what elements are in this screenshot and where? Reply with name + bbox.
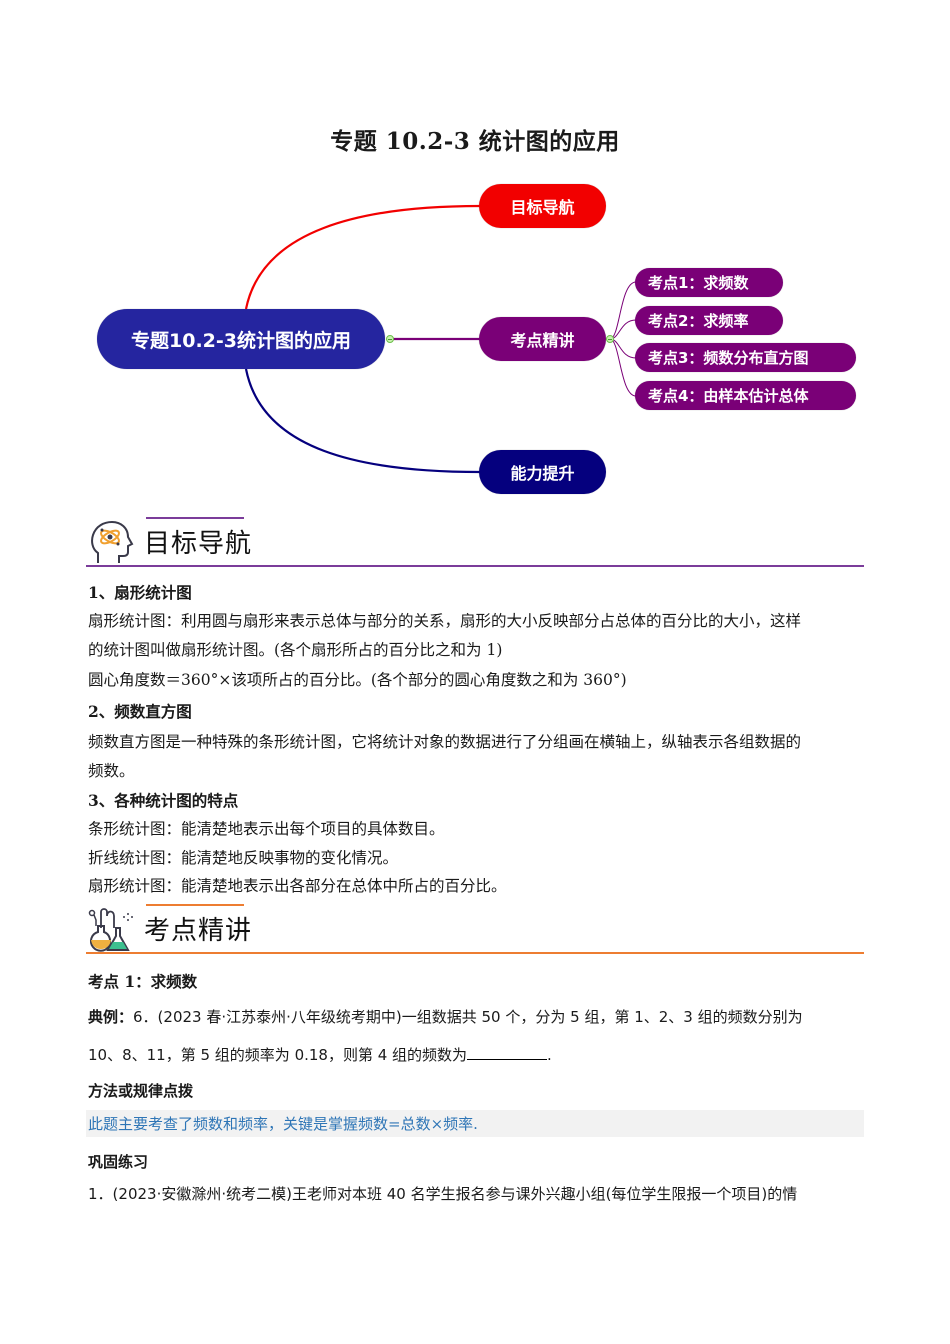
subheading: 1、扇形统计图 xyxy=(88,583,192,602)
section-title: 目标导航 xyxy=(144,529,253,559)
chemistry-flask-icon xyxy=(88,908,133,952)
page-title: 专题 10.2-3 统计图的应用 xyxy=(330,128,620,155)
subheading: 3、各种统计图的特点 xyxy=(88,791,239,810)
paragraph-line: 的统计图叫做扇形统计图。(各个扇形所占的百分比之和为 1) xyxy=(88,641,503,659)
paragraph-line: 折线统计图：能清楚地反映事物的变化情况。 xyxy=(88,849,399,867)
mindmap-node-goals: 目标导航 xyxy=(479,184,606,228)
section-divider xyxy=(86,565,864,567)
collapse-toggle-icon xyxy=(386,335,394,343)
mindmap-leaf-point1: 考点1：求频数 xyxy=(635,268,783,297)
method-title: 方法或规律点拨 xyxy=(88,1082,194,1100)
header-accent-line xyxy=(146,517,244,519)
mindmap-leaf-point2: 考点2：求频率 xyxy=(635,306,783,335)
mindmap-node-ability: 能力提升 xyxy=(479,450,606,494)
example-label: 典例： xyxy=(88,1008,134,1026)
paragraph-line: 条形统计图：能清楚地表示出每个项目的具体数目。 xyxy=(88,820,445,838)
example-line: 10、8、11，第 5 组的频率为 0.18，则第 4 组的频数为. xyxy=(88,1041,864,1070)
section-divider xyxy=(86,952,864,954)
point-title: 考点 1：求频数 xyxy=(88,972,198,991)
section-title: 考点精讲 xyxy=(144,916,253,946)
paragraph-line: 扇形统计图：利用圆与扇形来表示总体与部分的关系，扇形的大小反映部分占总体的百分比… xyxy=(88,612,802,630)
practice-title: 巩固练习 xyxy=(88,1153,149,1171)
paragraph-line: 圆心角度数＝360°×该项所占的百分比。(各个部分的圆心角度数之和为 360°) xyxy=(88,671,627,689)
paragraph-line: 频数直方图是一种特殊的条形统计图，它将统计对象的数据进行了分组画在横轴上，纵轴表… xyxy=(88,733,802,751)
mind-map: 专题10.2-3统计图的应用 目标导航 考点精讲 能力提升 考点1：求频数 考点… xyxy=(0,170,950,510)
example-text: 6．(2023 春·江苏泰州·八年级统考期中)一组数据共 50 个，分为 5 组… xyxy=(133,1008,803,1026)
collapse-toggle-icon xyxy=(606,335,614,343)
section-header-goals: 目标导航 xyxy=(86,515,864,567)
example-line: 典例：6．(2023 春·江苏泰州·八年级统考期中)一组数据共 50 个，分为 … xyxy=(88,1003,864,1032)
mindmap-root-node: 专题10.2-3统计图的应用 xyxy=(97,309,385,369)
method-hint-box xyxy=(86,1110,864,1137)
brain-atom-icon xyxy=(91,520,134,563)
mindmap-leaf-point4: 考点4：由样本估计总体 xyxy=(635,381,856,410)
subheading: 2、频数直方图 xyxy=(88,702,192,721)
header-accent-line xyxy=(146,904,244,906)
paragraph-line: 频数。 xyxy=(88,762,135,780)
method-text: 此题主要考查了频数和频率，关键是掌握频数=总数×频率. xyxy=(88,1115,478,1133)
practice-question: 1．(2023·安徽滁州·统考二模)王老师对本班 40 名学生报名参与课外兴趣小… xyxy=(88,1185,798,1203)
paragraph-line: 扇形统计图：能清楚地表示出各部分在总体中所占的百分比。 xyxy=(88,877,507,895)
mindmap-leaf-point3: 考点3：频数分布直方图 xyxy=(635,343,856,372)
answer-blank[interactable] xyxy=(467,1043,548,1060)
section-header-points: 考点精讲 xyxy=(86,902,864,954)
mindmap-node-points: 考点精讲 xyxy=(479,317,606,361)
example-text: 10、8、11，第 5 组的频率为 0.18，则第 4 组的频数为 xyxy=(88,1046,468,1064)
